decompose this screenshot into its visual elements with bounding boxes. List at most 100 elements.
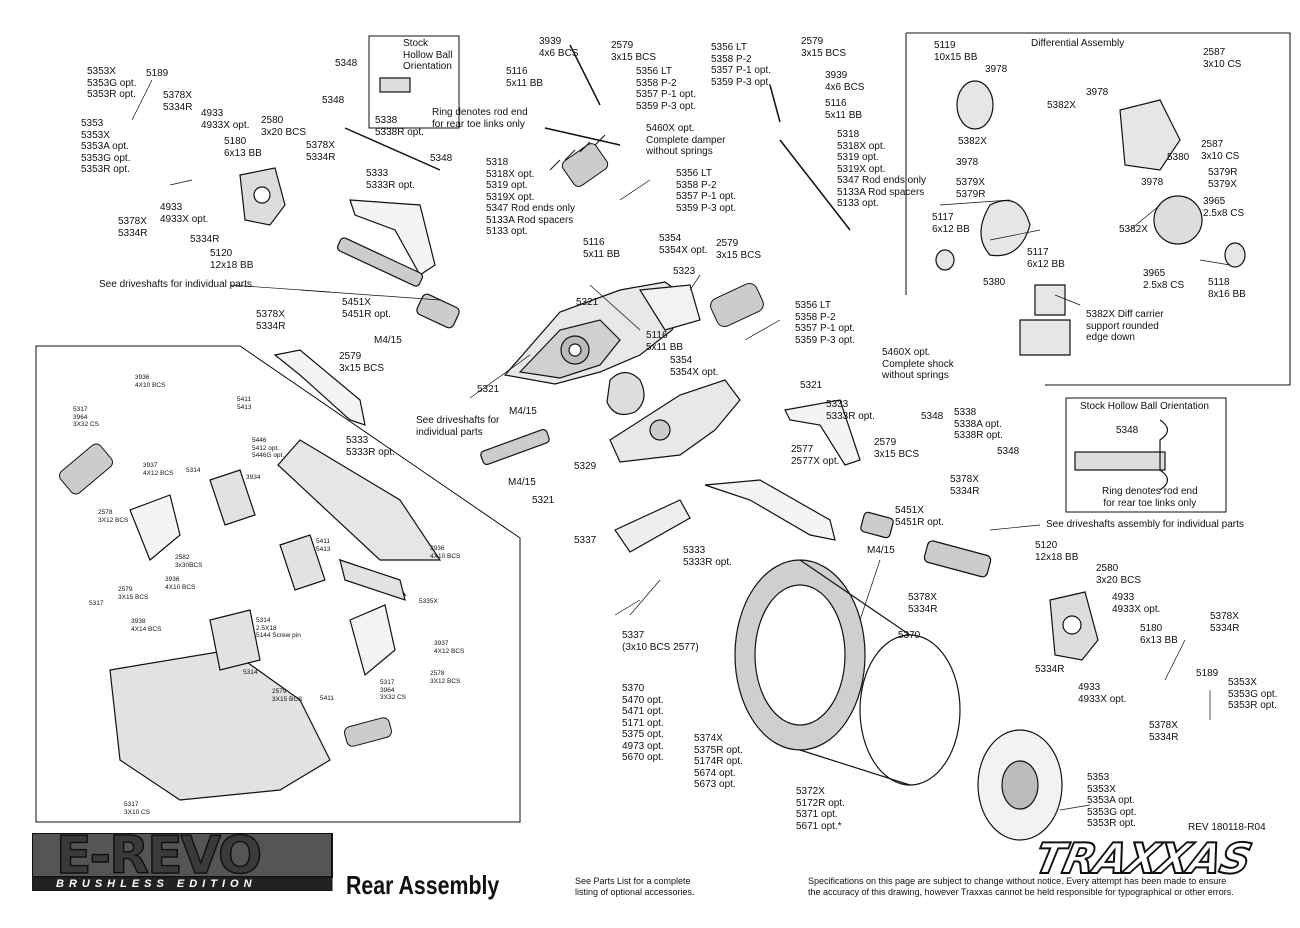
part-label: 4933 4933X opt. bbox=[160, 202, 209, 225]
part-label: 5348 bbox=[997, 446, 1020, 457]
logo-subtitle: BRUSHLESS EDITION bbox=[56, 878, 257, 890]
part-label: 5321 bbox=[532, 495, 555, 506]
part-label: 5116 5x11 BB bbox=[825, 98, 863, 121]
inset-part-label: 5411 5413 bbox=[316, 538, 331, 553]
stock-ball-inset-large bbox=[1065, 397, 1227, 513]
disclaimer: Specifications on this page are subject … bbox=[808, 876, 1234, 897]
inset-part-label: 5317 3964 3X32 CS bbox=[380, 679, 407, 701]
part-label: 2580 3x20 BCS bbox=[1096, 563, 1142, 586]
part-label: See driveshafts for individual parts bbox=[416, 415, 500, 438]
part-label: See driveshafts for individual parts bbox=[99, 279, 252, 290]
part-label: 5370 5470 opt. 5471 opt. 5171 opt. 5375 … bbox=[622, 683, 664, 763]
part-label: 5333 5333R opt. bbox=[826, 399, 875, 422]
part-label: 2579 3x15 BCS bbox=[611, 40, 657, 63]
part-label: 5329 bbox=[574, 461, 597, 472]
part-label: 5334R bbox=[190, 234, 220, 245]
part-label: 5372X 5172R opt. 5371 opt. 5671 opt.* bbox=[796, 786, 845, 832]
diff-part-label: 5117 6x12 BB bbox=[1027, 247, 1065, 270]
differential-inset-frame bbox=[905, 32, 1291, 386]
part-label: 4933 4933X opt. bbox=[1112, 592, 1161, 615]
part-label: 5348 bbox=[430, 153, 453, 164]
part-label: 5460X opt. Complete damper without sprin… bbox=[646, 123, 726, 157]
diff-part-label: 2587 3x10 CS bbox=[1203, 47, 1242, 70]
part-label: 5116 5x11 BB bbox=[646, 330, 684, 353]
parts-list-note: See Parts List for a complete listing of… bbox=[575, 876, 695, 897]
part-label: 5338 5338A opt. 5338R opt. bbox=[954, 407, 1003, 441]
part-label: 5356 LT 5358 P-2 5357 P-1 opt. 5359 P-3 … bbox=[676, 168, 737, 214]
rear-gearbox bbox=[503, 281, 701, 385]
diff-part-label: 5382X bbox=[1047, 100, 1076, 111]
diff-part-label: 5380 bbox=[983, 277, 1006, 288]
part-label: 5374X 5375R opt. 5174R opt. 5674 opt. 56… bbox=[694, 733, 743, 790]
part-label: 5333 5333R opt. bbox=[683, 545, 732, 568]
driveshaft-center bbox=[480, 428, 550, 466]
part-label: 5353 5353X 5353A opt. 5353G opt. 5353R o… bbox=[81, 118, 131, 175]
inset-part-label: 5314 bbox=[186, 467, 201, 474]
inset-part-label: 5335X bbox=[419, 598, 438, 605]
part-label: 5318 5318X opt. 5319 opt. 5319X opt. 534… bbox=[837, 129, 926, 209]
part-label: 5353 5353X 5353A opt. 5353G opt. 5353R o… bbox=[1087, 772, 1137, 829]
inset-part-label: 2578 3X12 BCS bbox=[430, 670, 461, 685]
part-label: 5333 5333R opt. bbox=[346, 435, 395, 458]
part-label: 2579 3x15 BCS bbox=[874, 437, 920, 460]
logo-text: E-REVO bbox=[55, 825, 263, 887]
diff-part-label: 5119 10x15 BB bbox=[934, 40, 978, 63]
inset-part-label: 5317 3964 3X32 CS bbox=[73, 406, 100, 428]
part-label: 5378X 5334R bbox=[1210, 611, 1240, 634]
inset-part-label: 3936 4X10 BCS bbox=[135, 374, 166, 389]
part-label: M4/15 bbox=[374, 335, 402, 346]
diff-part-label: 5379R 5379X bbox=[1208, 167, 1238, 190]
part-label: 5189 bbox=[146, 68, 169, 79]
driveshaft-right bbox=[860, 511, 992, 578]
part-label: 5353X 5353G opt. 5353R opt. bbox=[87, 66, 137, 100]
stock-ball-small-title: Stock Hollow Ball Orientation bbox=[403, 38, 453, 72]
page-title: Rear Assembly bbox=[346, 870, 500, 900]
stock-ball-large-title: Stock Hollow Ball Orientation bbox=[1080, 401, 1209, 412]
differential-parts bbox=[935, 80, 1246, 356]
part-label: 5116 5x11 BB bbox=[506, 66, 544, 89]
part-label: 3939 4x6 BCS bbox=[825, 70, 865, 93]
part-label: 5334R bbox=[1035, 664, 1065, 675]
part-label: 4933 4933X opt. bbox=[1078, 682, 1127, 705]
inset-part-label: 5317 bbox=[89, 600, 104, 607]
part-label: 3939 4x6 BCS bbox=[539, 36, 579, 59]
part-label: 5180 6x13 BB bbox=[224, 136, 262, 159]
part-label: 2577 2577X opt. bbox=[791, 444, 840, 467]
part-label: 5378X 5334R bbox=[256, 309, 286, 332]
toe-links bbox=[344, 44, 851, 231]
part-label: 5378X 5334R bbox=[163, 90, 193, 113]
part-label: 5348 bbox=[921, 411, 944, 422]
part-label: 5348 bbox=[335, 58, 358, 69]
skid-plate bbox=[614, 499, 691, 553]
shock-upper bbox=[549, 134, 609, 187]
part-label: 5189 bbox=[1196, 668, 1219, 679]
part-label: 5370 bbox=[898, 630, 921, 641]
diff-part-label: 3978 bbox=[956, 157, 979, 168]
inset-part-label: 5411 5413 bbox=[237, 396, 252, 411]
part-label: 5337 bbox=[574, 535, 597, 546]
part-label: 5354 5354X opt. bbox=[659, 233, 708, 256]
part-label: 5460X opt. Complete shock without spring… bbox=[882, 347, 954, 381]
part-label: 5337 (3x10 BCS 2577) bbox=[622, 630, 699, 653]
part-label: 4933 4933X opt. bbox=[201, 108, 250, 131]
inset-part-label: 3937 4X12 BCS bbox=[143, 462, 174, 477]
side-assembly-art bbox=[109, 469, 406, 801]
diff-part-label: 5379X 5379R bbox=[956, 177, 986, 200]
diff-part-label: 5382X bbox=[1119, 224, 1148, 235]
part-label: 5451X 5451R opt. bbox=[342, 297, 391, 320]
stock-ball-inset-small bbox=[368, 35, 460, 129]
left-hub-carrier bbox=[239, 167, 286, 226]
diff-part-label: 3978 bbox=[1141, 177, 1164, 188]
erevo-logo-badge bbox=[32, 833, 333, 891]
part-label: 5354 5354X opt. bbox=[670, 355, 719, 378]
inset-part-label: 3934 bbox=[246, 474, 261, 481]
inset-part-label: 5411 bbox=[320, 695, 334, 702]
part-label: 5378X 5334R bbox=[908, 592, 938, 615]
ball-orientation-art bbox=[379, 77, 1169, 491]
diff-part-label: 3965 2.5x8 CS bbox=[1143, 268, 1185, 291]
part-label: 5323 bbox=[673, 266, 696, 277]
inset-part-label: 5314 bbox=[243, 669, 258, 676]
inset-part-label: 5446 5412 opt. 5446G opt. bbox=[252, 437, 285, 459]
part-label: 2579 3x15 BCS bbox=[339, 351, 385, 374]
